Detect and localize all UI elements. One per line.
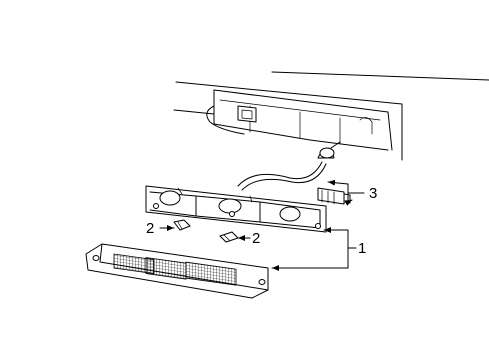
leader-lines <box>159 179 365 271</box>
roof-panel <box>173 71 489 161</box>
wiring-harness <box>237 141 341 191</box>
bulb-socket <box>317 187 351 205</box>
bulb-right <box>219 231 239 243</box>
bulb-left <box>173 219 191 231</box>
lamp-lens <box>85 243 269 299</box>
callout-3: 3 <box>369 185 377 202</box>
callout-1: 1 <box>358 240 366 257</box>
callout-2-right: 2 <box>252 230 260 247</box>
lamp-housing-assembly <box>145 185 327 233</box>
callout-2-left: 2 <box>146 220 154 237</box>
